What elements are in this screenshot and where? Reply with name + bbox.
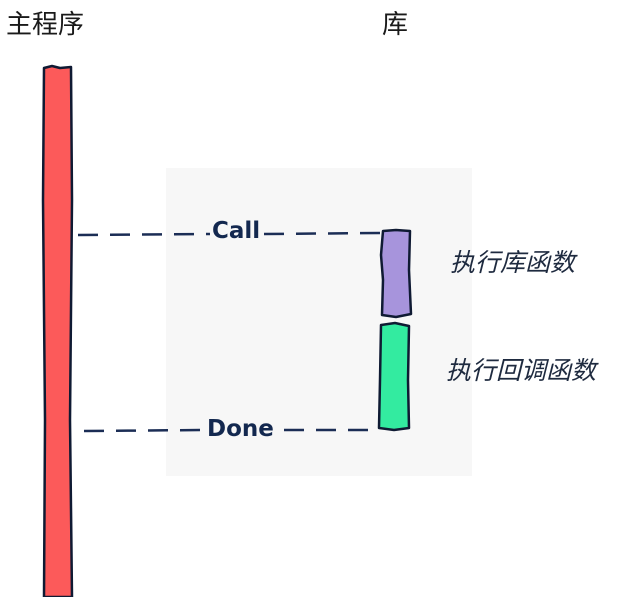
callback-function-label: 执行回调函数 [446,356,597,385]
library-function-bar [379,228,413,319]
done-dashed-line-left [83,428,206,433]
diagram-panel [166,168,472,476]
library-function-label: 执行库函数 [450,248,576,277]
callback-function-bar [377,321,411,432]
call-message-label: Call [212,218,261,244]
call-dashed-line-left [77,232,211,237]
main-program-label: 主程序 [6,10,85,40]
done-message-label: Done [207,416,274,442]
call-dashed-line-right [263,231,381,236]
main-program-bar [41,64,74,597]
library-label: 库 [382,10,409,40]
